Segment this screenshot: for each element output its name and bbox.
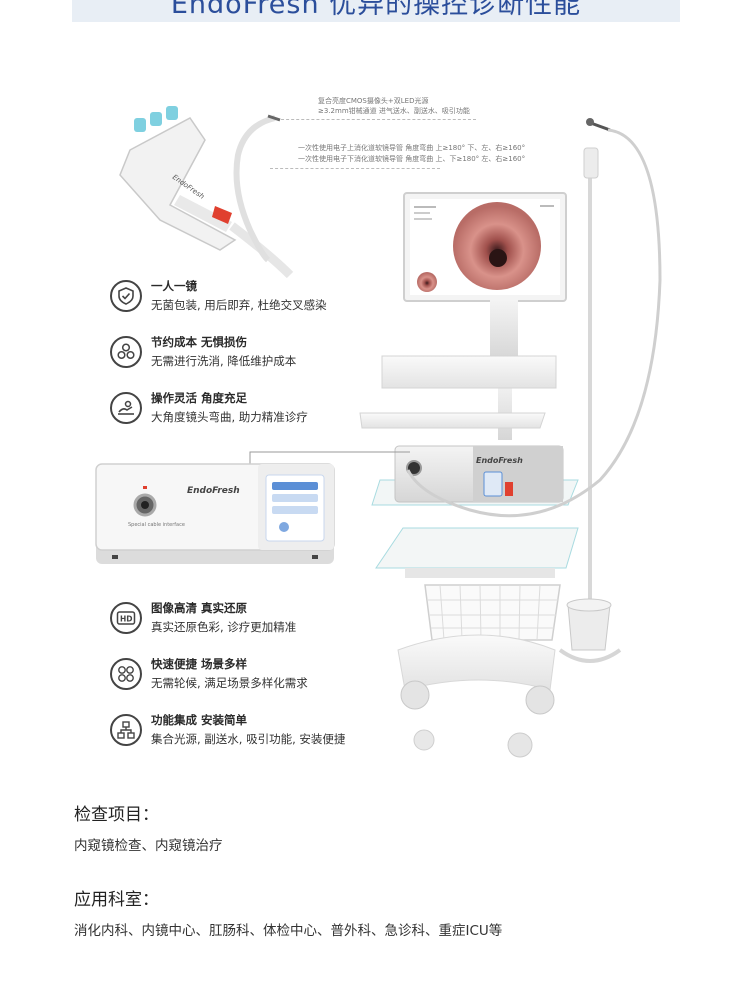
- feature-item-6: 功能集成 安装简单 集合光源, 副送水, 吸引功能, 安装便捷: [110, 712, 370, 752]
- feature-title: 一人一镜: [151, 279, 197, 293]
- banner-title: EndoFresh 优异的操控诊断性能: [170, 0, 582, 20]
- feature-item-2: 节约成本 无惧损伤 无需进行洗消, 降低维护成本: [110, 334, 370, 374]
- feature-title: 节约成本 无惧损伤: [151, 335, 248, 349]
- spec-line-4: 一次性使用电子下消化道软镜导管 角度弯曲 上、下≥180° 左、右≥160°: [298, 155, 526, 163]
- feature-desc: 集合光源, 副送水, 吸引功能, 安装便捷: [151, 732, 346, 746]
- scenes-icon: [110, 658, 142, 690]
- feature-desc: 无需轮候, 满足场景多样化需求: [151, 676, 308, 690]
- spec-divider-1: [276, 119, 476, 120]
- hd-icon: HD: [110, 602, 142, 634]
- spec-line-2: ≥3.2mm钳械通道 进气送水、副送水、吸引功能: [318, 107, 470, 115]
- device-brand-logo: EndoFresh: [187, 486, 240, 496]
- svg-text:EndoFresh: EndoFresh: [476, 456, 523, 465]
- svg-text:HD: HD: [120, 615, 133, 624]
- monitor: [403, 192, 567, 302]
- endoscope-handle: EndoFresh: [119, 106, 294, 279]
- shelf-glass-2: [375, 527, 579, 569]
- shield-check-icon: [110, 280, 142, 312]
- feature-desc: 真实还原色彩, 诊疗更加精准: [151, 620, 297, 634]
- feature-item-4: HD 图像高清 真实还原 真实还原色彩, 诊疗更加精准: [110, 600, 370, 640]
- feature-item-3: 操作灵活 角度充足 大角度镜头弯曲, 助力精准诊疗: [110, 390, 370, 430]
- spec-divider-2: [270, 168, 440, 169]
- feature-item-1: 一人一镜 无菌包装, 用后即弃, 杜绝交叉感染: [110, 278, 370, 318]
- trolley-base: [397, 634, 556, 691]
- departments-title: 应用科室：: [74, 890, 159, 910]
- trolley-basket: [424, 584, 561, 641]
- feature-title: 操作灵活 角度充足: [151, 391, 248, 405]
- exam-title: 检查项目：: [74, 805, 159, 825]
- trolley-processor: EndoFresh: [394, 445, 564, 503]
- feature-item-5: 快速便捷 场景多样 无需轮候, 满足场景多样化需求: [110, 656, 370, 696]
- shelf-middle: [359, 412, 546, 429]
- feature-desc: 无菌包装, 用后即弃, 杜绝交叉感染: [151, 298, 327, 312]
- endoscope-tube: [233, 115, 276, 263]
- shelf-top: [381, 355, 557, 389]
- product-illustration: EndoFresh EndoFresh: [95, 106, 662, 758]
- coins-icon: [110, 336, 142, 368]
- exam-text: 内窥镜检查、内窥镜治疗: [74, 838, 223, 854]
- feature-title: 功能集成 安装简单: [151, 713, 248, 727]
- network-icon: [110, 714, 142, 746]
- trolley-wheels: [400, 680, 555, 758]
- feature-title: 图像高清 真实还原: [151, 601, 248, 615]
- device-port-label: Special cable interface: [128, 522, 185, 528]
- scope-stand: [406, 118, 662, 663]
- feature-desc: 无需进行洗消, 降低维护成本: [151, 354, 297, 368]
- departments-text: 消化内科、内镜中心、肛肠科、体检中心、普外科、急诊科、重症ICU等: [74, 923, 503, 939]
- feature-desc: 大角度镜头弯曲, 助力精准诊疗: [151, 410, 308, 424]
- feature-title: 快速便捷 场景多样: [151, 657, 248, 671]
- spec-line-1: 复合亮度CMOS摄像头+双LED光源: [318, 97, 429, 105]
- top-banner: EndoFresh 优异的操控诊断性能: [72, 0, 680, 22]
- trolley-pole: [490, 300, 518, 360]
- processor-device: [95, 463, 335, 564]
- hand-scope-icon: [110, 392, 142, 424]
- spec-line-3: 一次性使用电子上消化道软镜导管 角度弯曲 上≥180° 下、左、右≥160°: [298, 144, 526, 152]
